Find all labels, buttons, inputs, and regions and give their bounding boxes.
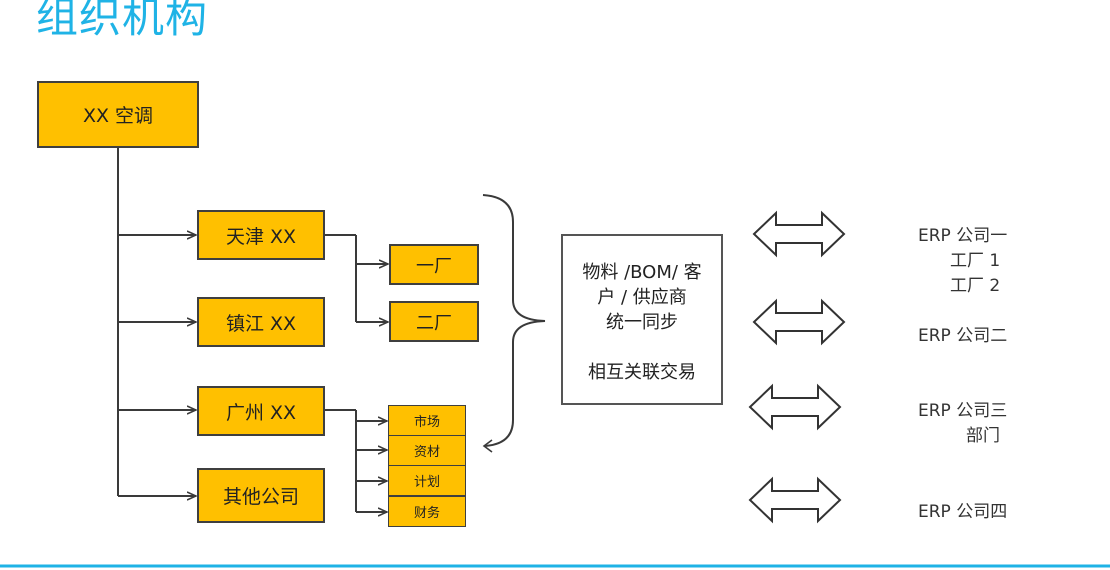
double-arrow-2 bbox=[752, 298, 846, 346]
erp-company-label: ERP 公司二 bbox=[918, 326, 1008, 346]
sync-box: 物料 /BOM/ 客 户 / 供应商 统一同步 相互关联交易 bbox=[561, 234, 723, 405]
sync-text-line-2: 户 / 供应商 bbox=[597, 287, 687, 308]
erp-company-sub: 工厂 2 bbox=[950, 276, 1001, 296]
branch-label: 其他公司 bbox=[222, 486, 299, 508]
branch-node-tianjin: 天津 XX bbox=[197, 210, 325, 260]
double-arrow-4 bbox=[748, 476, 842, 524]
branch-label: 镇江 XX bbox=[225, 312, 297, 335]
department-node-market: 市场 bbox=[388, 405, 466, 436]
sync-text-line-4: 相互关联交易 bbox=[588, 362, 696, 383]
tianjin-connector bbox=[324, 234, 388, 322]
erp-company-label: ERP 公司三 bbox=[918, 401, 1008, 421]
sync-text-line-3: 统一同步 bbox=[606, 312, 678, 333]
factory-label: 二厂 bbox=[416, 312, 452, 334]
erp-company-sub: 部门 bbox=[966, 426, 1000, 446]
factory-node-1: 一厂 bbox=[389, 244, 479, 285]
erp-company-label: ERP 公司四 bbox=[918, 502, 1008, 522]
branch-node-guangzhou: 广州 XX bbox=[197, 386, 325, 436]
root-node: XX 空调 bbox=[37, 81, 199, 148]
root-connector bbox=[117, 147, 196, 496]
sync-text-line-1: 物料 /BOM/ 客 bbox=[582, 262, 702, 283]
department-label: 财务 bbox=[413, 506, 440, 521]
department-node-finance: 财务 bbox=[388, 496, 466, 527]
department-node-planning: 计划 bbox=[388, 465, 466, 496]
double-arrow-1 bbox=[752, 210, 846, 258]
department-label: 计划 bbox=[413, 475, 440, 490]
branch-label: 广州 XX bbox=[225, 401, 297, 424]
brace bbox=[482, 194, 546, 453]
double-arrow-3 bbox=[748, 383, 842, 431]
branch-label: 天津 XX bbox=[225, 225, 297, 248]
branch-node-other: 其他公司 bbox=[197, 468, 325, 523]
guangzhou-connector bbox=[324, 409, 387, 512]
factory-label: 一厂 bbox=[416, 255, 452, 277]
department-label: 市场 bbox=[413, 415, 440, 430]
erp-company-4: ERP 公司四 bbox=[918, 500, 1007, 525]
erp-company-sub: 工厂 1 bbox=[950, 251, 1001, 271]
department-label: 资材 bbox=[413, 445, 440, 460]
factory-node-2: 二厂 bbox=[389, 301, 479, 342]
root-label: XX 空调 bbox=[82, 105, 154, 127]
erp-company-label: ERP 公司一 bbox=[918, 226, 1008, 246]
sync-text-spacer bbox=[563, 335, 721, 360]
page-title: 组织机构 bbox=[36, 0, 209, 42]
erp-company-2: ERP 公司二 bbox=[918, 324, 1007, 349]
branch-node-zhenjiang: 镇江 XX bbox=[197, 297, 325, 347]
erp-company-3: ERP 公司三 部门 bbox=[918, 399, 1007, 449]
department-node-materials: 资材 bbox=[388, 435, 466, 466]
erp-company-1: ERP 公司一 工厂 1 工厂 2 bbox=[918, 224, 1007, 299]
